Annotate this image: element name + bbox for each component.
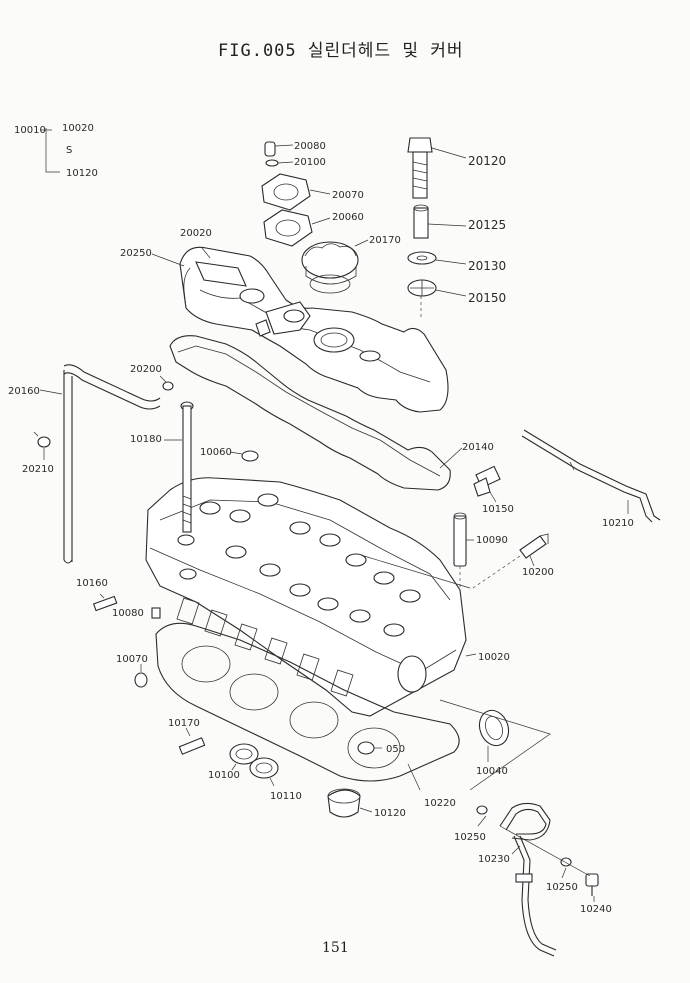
cylinder-head — [145, 401, 477, 717]
group-reference: 10010 10020 S 10120 — [14, 123, 98, 179]
head-gasket — [155, 622, 460, 791]
label-20070: 20070 — [332, 190, 364, 201]
hose-clamp — [33, 431, 51, 460]
pin-10090 — [453, 512, 474, 590]
figure-title: FIG.005 실린더헤드 및 커버 — [218, 41, 463, 61]
label-10220: 10220 — [424, 798, 456, 809]
label-10240: 10240 — [580, 904, 612, 915]
label-20140: 20140 — [462, 442, 494, 453]
label-10200: 10200 — [522, 567, 554, 578]
label-10250-b: 10250 — [546, 882, 578, 893]
label-10080: 10080 — [112, 608, 144, 619]
group-ref-tilde: S — [66, 145, 72, 156]
label-10250-a: 10250 — [454, 832, 486, 843]
label-20080: 20080 — [294, 141, 326, 152]
label-10040: 10040 — [476, 766, 508, 777]
label-20125: 20125 — [468, 218, 506, 232]
label-10060: 10060 — [200, 447, 232, 458]
label-10150: 10150 — [482, 504, 514, 515]
label-20200: 20200 — [130, 364, 162, 375]
nozzle-10200 — [469, 533, 549, 591]
label-20150: 20150 — [468, 291, 506, 305]
label-10120: 10120 — [374, 808, 406, 819]
label-20210: 20210 — [22, 464, 54, 475]
label-10160: 10160 — [76, 578, 108, 589]
sensor-10150 — [473, 465, 501, 503]
label-10100: 10100 — [208, 770, 240, 781]
label-10230: 10230 — [478, 854, 510, 865]
part-labels: 20080 20100 20070 20060 20170 20020 2025… — [8, 141, 634, 915]
label-20130: 20130 — [468, 259, 506, 273]
breather-hose — [39, 364, 161, 564]
group-ref-end: 10120 — [66, 168, 98, 179]
label-10090: 10090 — [476, 535, 508, 546]
clip-20200 — [159, 375, 174, 391]
label-10170: 10170 — [168, 718, 200, 729]
lever-10210 — [521, 429, 661, 523]
plug-050 — [357, 741, 382, 755]
label-20170: 20170 — [369, 235, 401, 246]
label-050: 050 — [386, 744, 405, 755]
cover-bolt-stack — [407, 137, 467, 320]
cover-small-parts — [261, 141, 369, 294]
label-20250: 20250 — [120, 248, 152, 259]
page-number: 151 — [322, 940, 349, 956]
label-20120: 20120 — [468, 154, 506, 168]
label-20020: 20020 — [180, 228, 212, 239]
label-10070: 10070 — [116, 654, 148, 665]
cover-gasket — [169, 335, 463, 491]
group-ref-start: 10020 — [62, 123, 94, 134]
valve-cover — [151, 246, 449, 413]
label-10180: 10180 — [130, 434, 162, 445]
label-20160: 20160 — [8, 386, 40, 397]
fuel-line — [476, 802, 599, 957]
group-ref-top-left: 10010 — [14, 125, 46, 136]
label-10020: 10020 — [478, 652, 510, 663]
label-10210: 10210 — [602, 518, 634, 529]
studs-and-seals — [92, 555, 551, 818]
label-20100: 20100 — [294, 157, 326, 168]
label-10110: 10110 — [270, 791, 302, 802]
label-20060: 20060 — [332, 212, 364, 223]
